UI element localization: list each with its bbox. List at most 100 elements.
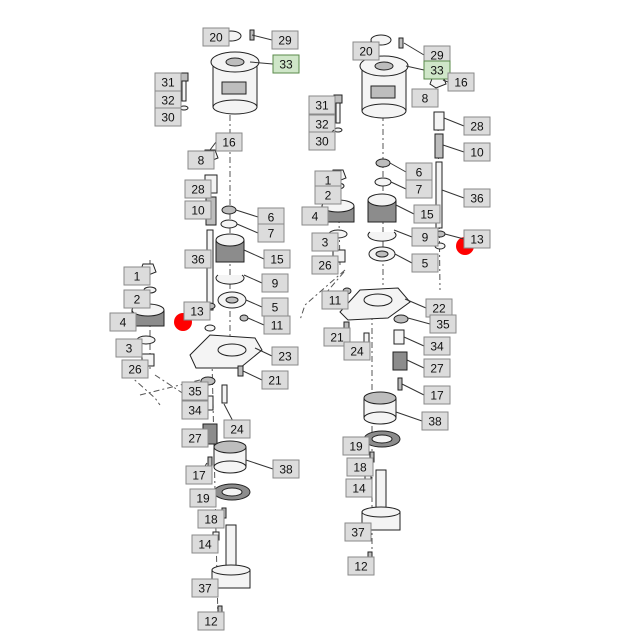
callout-38: 38 [245,459,300,479]
callout-number: 24 [230,423,244,437]
callout-leader-line [406,359,425,369]
callout-number: 21 [330,331,344,345]
right-clip-9-part [367,231,397,242]
callout-box [115,338,143,358]
callout-number: 14 [198,538,212,552]
callout-11: 11 [321,290,349,310]
callout-number: 6 [416,166,423,180]
callout-number: 33 [279,58,293,72]
callout-box [463,229,491,249]
callout-number: 2 [134,293,141,307]
callout-number: 12 [204,615,218,629]
right-sleeve-38-part [363,391,397,425]
callout-box [187,150,215,170]
callout-box [345,478,373,498]
callout-box [272,459,300,479]
callout-10: 10 [184,200,212,220]
left-housing-part [210,51,260,115]
callout-box [191,534,219,554]
callout-number: 22 [432,302,446,316]
callout-box [181,400,209,420]
callout-box [215,132,243,152]
callout-box [411,253,439,273]
callout-leader-line [245,299,263,308]
callout-leader-line [404,298,427,309]
callout-leader-line [242,370,263,381]
callout-box [447,72,475,92]
callout-leader-line [403,336,425,347]
callout-number: 4 [312,210,319,224]
callout-37: 37 [344,522,372,542]
callout-number: 36 [470,192,484,206]
callout-box [109,312,137,332]
callout-34: 34 [403,336,451,356]
callout-leader-line [443,117,465,127]
callout-box [347,556,375,576]
callout-number: 31 [315,99,329,113]
callout-9: 9 [243,273,289,293]
callout-box [181,428,209,448]
callout-24: 24 [223,403,251,439]
callout-17: 17 [401,383,451,405]
callout-leader-line [442,144,465,153]
callout-number: 7 [268,227,275,241]
callout-number: 34 [188,404,202,418]
callout-33: 33 [249,54,300,74]
callout-31: 31 [308,95,336,115]
callout-5: 5 [394,253,439,273]
callout-number: 17 [192,469,206,483]
callout-36: 36 [441,188,491,208]
callout-box [411,88,439,108]
callout-box [263,249,291,269]
callout-leader-line [245,459,274,470]
callout-number: 28 [191,183,205,197]
callout-box [308,131,336,151]
callout-box [184,179,212,199]
callout-32: 32 [308,114,336,134]
callout-13: 13 [183,301,211,321]
right-pin-17-part [397,377,403,391]
callout-box [423,385,451,405]
callout-33: 33 [405,60,451,80]
callout-number: 32 [315,118,329,132]
callout-number: 7 [416,183,423,197]
callout-box [123,266,151,286]
callout-leader-line [405,65,425,71]
callout-box [185,465,213,485]
right-bush-34-part [393,329,405,345]
left-bolt-21-part [237,365,244,377]
callout-1: 1 [123,266,151,286]
callout-box [191,578,219,598]
callout-11: 11 [247,315,291,335]
left-nut-11-part [239,314,249,322]
callout-leader-line [390,181,407,190]
callout-number: 11 [271,319,284,333]
left-washer-7-part [220,219,238,229]
callout-leader-line [395,204,415,215]
callout-24: 24 [343,341,371,361]
right-shaft-36-part [435,161,443,229]
callout-19: 19 [189,488,217,508]
callout-26: 26 [311,255,339,275]
callout-box [202,27,230,47]
callout-4: 4 [109,312,137,332]
callout-16: 16 [209,132,243,152]
callout-leader-line [243,274,263,284]
right-outline-dash [299,269,346,321]
left-clip-9-part [215,274,245,285]
callout-number: 14 [352,482,366,496]
left-assembly [131,29,263,621]
callout-16: 16 [442,72,475,92]
callout-number: 11 [329,294,342,308]
callout-box [311,232,339,252]
callout-box [352,41,380,61]
callout-14: 14 [191,534,219,554]
callout-box [197,611,225,631]
callout-15: 15 [395,204,441,224]
right-sleeve-28-part [433,111,445,131]
callout-number: 17 [430,389,444,403]
callout-leader-line [444,233,465,240]
callout-number: 34 [430,340,444,354]
